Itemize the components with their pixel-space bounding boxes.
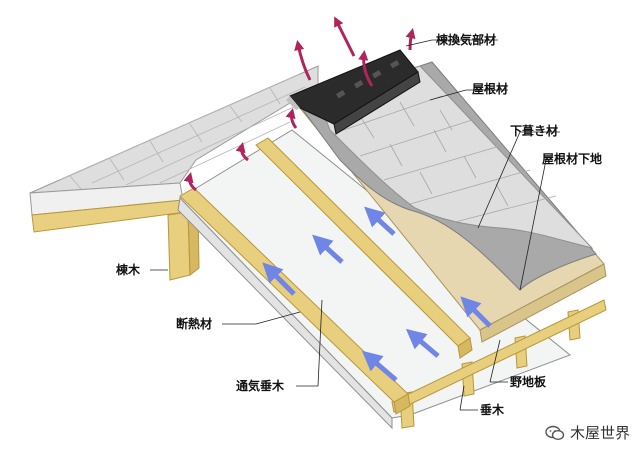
- insulation-panel: [177, 129, 571, 430]
- leader-lines: [150, 39, 560, 411]
- watermark: 木屋世界: [545, 422, 630, 443]
- label-vent-rafter: 通気垂木: [236, 379, 285, 393]
- label-insulation: 断熱材: [176, 317, 213, 331]
- vent-rafters: [179, 137, 473, 415]
- label-roofing: 屋根材: [472, 82, 509, 96]
- watermark-text: 木屋世界: [569, 424, 630, 442]
- ridge-vent: [286, 49, 421, 135]
- label-rafter: 垂木: [480, 403, 505, 417]
- label-sheathing: 野地板: [510, 375, 547, 389]
- label-purlin: 棟木: [116, 263, 141, 277]
- exhaust-arrows: [183, 16, 416, 192]
- label-underlayment: 下葺き材: [510, 124, 559, 138]
- airflow-arrow-icon: [262, 206, 492, 382]
- label-ridge-vent: 棟換気部材: [436, 33, 497, 47]
- roofing-shingles: [317, 65, 594, 249]
- label-roof-substrate: 屋根材下地: [542, 152, 603, 166]
- wechat-icon: [545, 425, 565, 440]
